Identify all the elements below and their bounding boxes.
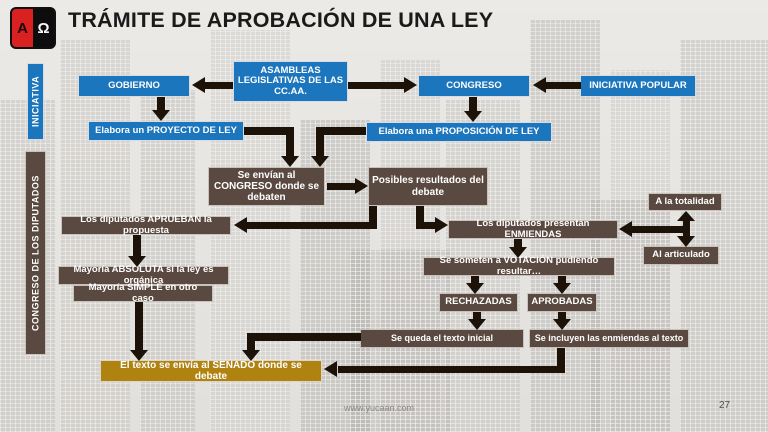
node-iniciativa-popular: INICIATIVA POPULAR: [580, 75, 696, 97]
arrow-head: [677, 236, 695, 247]
arrow-segment: [327, 183, 355, 190]
arrow-segment: [416, 222, 436, 229]
node-asambleas-legislativas: ASAMBLEAS LEGISLATIVAS DE LAS CC.AA.: [233, 61, 348, 102]
arrow-segment: [157, 97, 165, 111]
arrow-segment: [135, 302, 143, 351]
arrow-head: [324, 361, 337, 377]
arrow-segment: [247, 333, 255, 351]
arrow-head: [128, 256, 146, 267]
arrow-segment: [558, 276, 566, 285]
arrow-segment: [133, 235, 141, 257]
arrow-head: [466, 283, 484, 294]
arrow-head: [553, 319, 571, 330]
node-mayoria-simple: Mayoría SIMPLE en otro caso: [73, 282, 213, 303]
node-a-la-totalidad: A la totalidad: [648, 193, 722, 211]
arrow-segment: [247, 333, 361, 341]
page-number: 27: [719, 400, 731, 411]
arrow-head: [152, 110, 170, 121]
arrow-head: [619, 221, 632, 237]
arrow-head: [553, 283, 571, 294]
node-gobierno: GOBIERNO: [78, 75, 190, 97]
arrow-segment: [369, 206, 377, 229]
arrow-segment: [286, 127, 294, 156]
node-proyecto-de-ley: Elabora un PROYECTO DE LEY: [88, 121, 244, 141]
node-texto-inicial: Se queda el texto inicial: [360, 329, 524, 348]
node-envian-congreso: Se envían al CONGRESO donde se debaten: [208, 167, 325, 206]
node-posibles-resultados: Posibles resultados del debate: [368, 167, 488, 206]
arrow-head: [192, 77, 205, 93]
arrow-head: [234, 217, 247, 233]
footer-url-link[interactable]: www.yucaan.com: [344, 403, 415, 413]
node-al-articulado: Al articulado: [643, 246, 719, 265]
node-incluyen-enmiendas: Se incluyen las enmiendas al texto: [529, 329, 689, 348]
arrow-segment: [558, 312, 566, 320]
arrow-head: [281, 156, 299, 167]
arrow-head: [533, 77, 546, 93]
node-congreso: CONGRESO: [418, 75, 530, 97]
node-aprobadas: APROBADAS: [527, 293, 597, 312]
arrow-segment: [338, 366, 565, 373]
arrow-segment: [416, 206, 424, 229]
arrow-head: [242, 350, 260, 361]
arrow-head: [509, 247, 527, 258]
node-rechazadas: RECHAZADAS: [439, 293, 518, 312]
arrow-segment: [557, 348, 565, 373]
node-votacion: Se someten a VOTACIÓN pudiendo resultar…: [423, 255, 615, 276]
arrow-segment: [205, 82, 233, 89]
arrow-segment: [683, 220, 690, 237]
node-diputados-aprueban: Los diputados APRUEBAN la propuesta: [61, 214, 231, 235]
sidebar-label-congreso-diputados: CONGRESO DE LOS DIPUTADOS: [25, 151, 46, 355]
arrow-segment: [469, 97, 477, 112]
sidebar-label-iniciativa: INICIATIVA: [27, 63, 44, 140]
logo-alpha-icon: A: [12, 9, 33, 47]
arrow-segment: [316, 127, 324, 156]
alpha-omega-logo: A Ω: [10, 7, 56, 49]
arrow-head: [464, 111, 482, 122]
node-proposicion-de-ley: Elabora una PROPOSICIÓN DE LEY: [366, 122, 552, 142]
arrow-segment: [473, 312, 481, 320]
arrow-head: [468, 319, 486, 330]
arrow-head: [677, 211, 695, 221]
arrow-head: [130, 350, 148, 361]
node-diputados-enmiendas: Los diputados presentan ENMIENDAS: [448, 218, 618, 239]
arrow-segment: [316, 127, 366, 135]
arrow-segment: [546, 82, 581, 89]
arrow-segment: [247, 222, 377, 229]
arrow-head: [311, 156, 329, 167]
arrow-segment: [632, 226, 687, 233]
arrow-segment: [244, 127, 294, 135]
arrow-head: [435, 217, 448, 233]
arrow-segment: [471, 276, 479, 285]
arrow-head: [355, 178, 368, 194]
arrow-segment: [348, 82, 404, 89]
slide-title: TRÁMITE DE APROBACIÓN DE UNA LEY: [68, 8, 494, 32]
logo-omega-icon: Ω: [33, 9, 54, 47]
arrow-segment: [514, 239, 522, 249]
node-senado: El texto se envía al SENADO donde se deb…: [100, 360, 322, 382]
arrow-head: [404, 77, 417, 93]
